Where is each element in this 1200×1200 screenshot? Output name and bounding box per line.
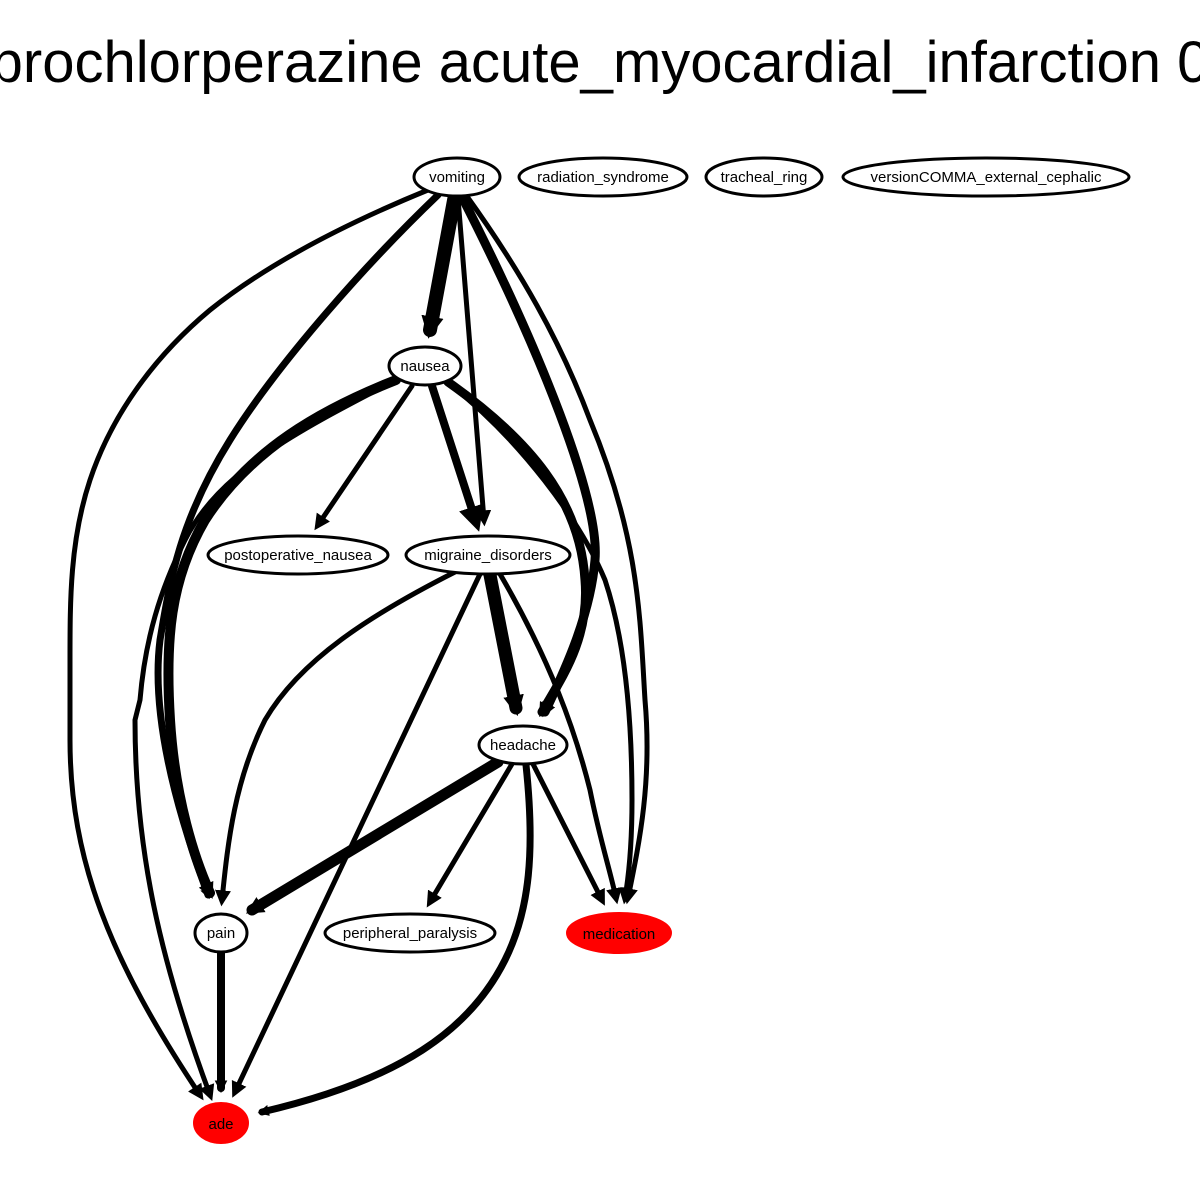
graph-title: prochlorperazine acute_myocardial_infarc… (0, 30, 1200, 95)
edge-nausea-ade (132, 375, 403, 1102)
node-version-external-cephalic[interactable]: versionCOMMA_external_cephalic (841, 156, 1131, 198)
node-ade[interactable]: ade (193, 1102, 249, 1144)
node-vomiting[interactable]: vomiting (412, 156, 502, 198)
edge-vomiting-medication (463, 192, 650, 905)
edge-vomiting-migraine-disorders (455, 195, 492, 527)
node-label: radiation_syndrome (537, 169, 669, 186)
node-label: pain (207, 925, 235, 942)
node-label: vomiting (429, 169, 485, 186)
edge-migraine-disorders-pain (214, 569, 458, 907)
node-label: headache (490, 737, 556, 754)
node-label: ade (208, 1116, 233, 1133)
node-label: postoperative_nausea (224, 547, 372, 564)
edge-headache-peripheral-paralysis (426, 761, 515, 908)
node-headache[interactable]: headache (477, 724, 569, 766)
node-radiation-syndrome[interactable]: radiation_syndrome (517, 156, 689, 198)
node-label: nausea (400, 358, 450, 375)
edge-nausea-pain (163, 375, 401, 899)
node-postoperative-nausea[interactable]: postoperative_nausea (206, 534, 390, 576)
edge-vomiting-nausea (421, 188, 462, 339)
edge-vomiting-ade (67, 187, 431, 1101)
edge-headache-ade (257, 761, 534, 1116)
edge-headache-medication (530, 761, 605, 906)
node-migraine-disorders[interactable]: migraine_disorders (404, 534, 572, 576)
edge-nausea-postoperative-nausea (314, 383, 415, 531)
node-label: migraine_disorders (424, 547, 552, 564)
node-label: tracheal_ring (721, 169, 808, 186)
edge-migraine-disorders-ade (231, 571, 483, 1098)
edge-migraine-disorders-medication (497, 571, 622, 905)
edge-migraine-disorders-headache (483, 568, 524, 717)
node-pain[interactable]: pain (193, 912, 249, 954)
node-label: versionCOMMA_external_cephalic (871, 169, 1102, 186)
edge-nausea-migraine-disorders (428, 382, 484, 532)
node-medication[interactable]: medication (566, 912, 672, 954)
node-peripheral-paralysis[interactable]: peripheral_paralysis (323, 912, 497, 954)
node-label: medication (583, 926, 656, 943)
node-nausea[interactable]: nausea (387, 345, 463, 387)
edges (67, 187, 650, 1116)
edge-nausea-headache (443, 377, 591, 718)
node-label: peripheral_paralysis (343, 925, 477, 942)
nodes: vomiting radiation_syndrome tracheal_rin… (193, 156, 1131, 1144)
edge-nausea-medication (449, 383, 635, 905)
node-tracheal-ring[interactable]: tracheal_ring (704, 156, 824, 198)
edge-headache-pain (245, 756, 504, 916)
